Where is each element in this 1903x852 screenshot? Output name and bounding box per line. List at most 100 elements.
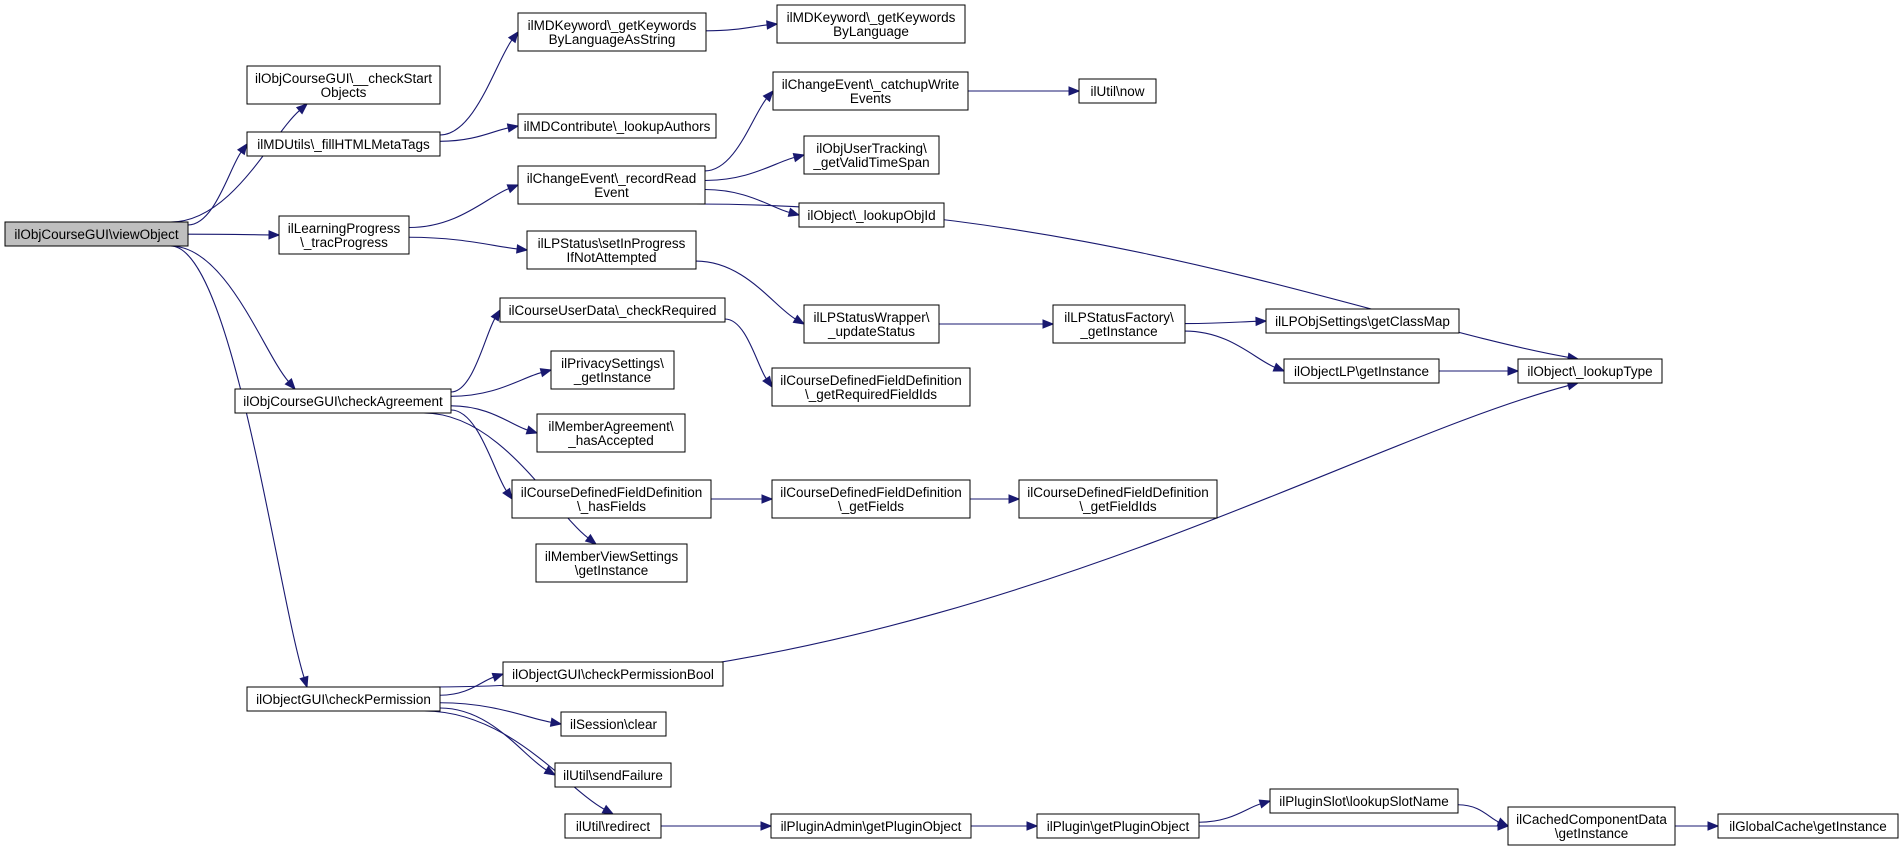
- node-getValidTimeSpan[interactable]: ilObjUserTracking\_getValidTimeSpan: [803, 135, 940, 175]
- node-box[interactable]: [246, 65, 441, 105]
- node-label: ilChangeEvent\_catchupWrite: [782, 77, 960, 92]
- node-box[interactable]: [776, 4, 966, 44]
- node-label: \getInstance: [575, 563, 649, 578]
- node-label: \_getRequiredFieldIds: [805, 387, 937, 402]
- node-box[interactable]: [246, 686, 441, 712]
- node-label: ilLearningProgress: [288, 221, 401, 236]
- node-getClassMap[interactable]: ilLPObjSettings\getClassMap: [1265, 308, 1460, 334]
- node-memberViewSettings[interactable]: ilMemberViewSettings\getInstance: [535, 543, 688, 583]
- node-lpStatusFactory[interactable]: ilLPStatusFactory\_getInstance: [1052, 304, 1186, 344]
- node-label: ilMemberAgreement\: [548, 419, 674, 434]
- node-getRequiredFieldIds[interactable]: ilCourseDefinedFieldDefinition\_getRequi…: [771, 367, 971, 407]
- node-box[interactable]: [1078, 78, 1157, 104]
- edge-recordReadEvent-to-getValidTimeSpan: [704, 153, 806, 182]
- node-box[interactable]: [535, 543, 688, 583]
- node-objectLPGetInstance[interactable]: ilObjectLP\getInstance: [1283, 358, 1440, 384]
- node-box[interactable]: [4, 221, 189, 247]
- node-privacyGetInstance[interactable]: ilPrivacySettings\_getInstance: [550, 350, 675, 390]
- node-box[interactable]: [772, 71, 969, 111]
- node-globalCache[interactable]: ilGlobalCache\getInstance: [1717, 813, 1899, 839]
- edge-checkAgreement-to-checkRequired: [450, 308, 501, 393]
- node-box[interactable]: [1052, 304, 1186, 344]
- edge-line: [450, 372, 542, 397]
- node-redirect[interactable]: ilUtil\redirect: [564, 813, 662, 839]
- node-box[interactable]: [1265, 308, 1460, 334]
- edge-line: [450, 405, 528, 431]
- node-pluginAdminGetPluginObject[interactable]: ilPluginAdmin\getPluginObject: [770, 813, 972, 839]
- edge-objectLPGetInstance-to-lookupType: [1438, 366, 1520, 376]
- node-box[interactable]: [526, 230, 697, 270]
- node-box[interactable]: [1507, 806, 1676, 846]
- node-checkPermission[interactable]: ilObjectGUI\checkPermission: [246, 686, 441, 712]
- node-sessionClear[interactable]: ilSession\clear: [560, 711, 667, 737]
- node-box[interactable]: [1517, 358, 1663, 384]
- node-box[interactable]: [246, 131, 441, 157]
- node-box[interactable]: [798, 202, 945, 228]
- node-sendFailure[interactable]: ilUtil\sendFailure: [554, 762, 672, 788]
- node-label: ilObjUserTracking\: [816, 141, 927, 156]
- node-checkPermissionBool[interactable]: ilObjectGUI\checkPermissionBool: [502, 661, 724, 687]
- node-box[interactable]: [560, 711, 667, 737]
- node-viewObject[interactable]: ilObjCourseGUI\viewObject: [4, 221, 189, 247]
- node-label: Events: [850, 91, 892, 106]
- arrowhead-icon: [766, 20, 779, 30]
- node-label: \_hasFields: [577, 499, 646, 514]
- node-box[interactable]: [550, 350, 675, 390]
- node-box[interactable]: [499, 297, 726, 323]
- node-box[interactable]: [1717, 813, 1899, 839]
- node-box[interactable]: [517, 12, 707, 52]
- edge-line: [704, 188, 790, 213]
- edge-getKeywordsByLanguageAsString-to-getKeywordsByLanguage: [705, 20, 779, 32]
- node-box[interactable]: [502, 661, 724, 687]
- edge-fillHTMLMetaTags-to-lookupAuthors: [439, 123, 520, 142]
- edge-line: [408, 188, 509, 229]
- node-label: ilCourseDefinedFieldDefinition: [780, 485, 962, 500]
- node-utilNow[interactable]: ilUtil\now: [1078, 78, 1157, 104]
- node-box[interactable]: [770, 813, 972, 839]
- node-fillHTMLMetaTags[interactable]: ilMDUtils\_fillHTMLMetaTags: [246, 131, 441, 157]
- node-box[interactable]: [564, 813, 662, 839]
- node-box[interactable]: [1283, 358, 1440, 384]
- node-getFieldIds[interactable]: ilCourseDefinedFieldDefinition\_getField…: [1018, 479, 1218, 519]
- node-box[interactable]: [234, 388, 452, 414]
- node-box[interactable]: [278, 215, 410, 255]
- node-pluginGetPluginObject[interactable]: ilPlugin\getPluginObject: [1036, 813, 1200, 839]
- node-lookupObjId[interactable]: ilObject\_lookupObjId: [798, 202, 945, 228]
- arrowhead-icon: [539, 368, 553, 378]
- node-tracProgress[interactable]: ilLearningProgress\_tracProgress: [278, 215, 410, 255]
- node-checkRequired[interactable]: ilCourseUserData\_checkRequired: [499, 297, 726, 323]
- node-box[interactable]: [803, 304, 940, 344]
- node-label: ilSession\clear: [570, 717, 658, 732]
- node-hasAccepted[interactable]: ilMemberAgreement\_hasAccepted: [536, 413, 686, 453]
- node-box[interactable]: [1018, 479, 1218, 519]
- node-getFields[interactable]: ilCourseDefinedFieldDefinition\_getField…: [771, 479, 971, 519]
- node-checkAgreement[interactable]: ilObjCourseGUI\checkAgreement: [234, 388, 452, 414]
- node-box[interactable]: [511, 479, 712, 519]
- node-label: ilUtil\sendFailure: [563, 768, 663, 783]
- node-hasFields[interactable]: ilCourseDefinedFieldDefinition\_hasField…: [511, 479, 712, 519]
- node-box[interactable]: [517, 165, 706, 205]
- node-cachedComponentData[interactable]: ilCachedComponentData\getInstance: [1507, 806, 1676, 846]
- node-box[interactable]: [803, 135, 940, 175]
- node-getKeywordsByLanguageAsString[interactable]: ilMDKeyword\_getKeywordsByLanguageAsStri…: [517, 12, 707, 52]
- edge-line: [705, 24, 768, 32]
- node-box[interactable]: [771, 479, 971, 519]
- node-updateStatus[interactable]: ilLPStatusWrapper\_updateStatus: [803, 304, 940, 344]
- edge-viewObject-to-fillHTMLMetaTags: [187, 142, 248, 226]
- nodes-layer: ilObjCourseGUI\viewObject ilObjCourseGUI\…: [4, 4, 1899, 846]
- node-label: ilLPStatusWrapper\: [813, 310, 929, 325]
- node-lookupType[interactable]: ilObject\_lookupType: [1517, 358, 1663, 384]
- node-box[interactable]: [554, 762, 672, 788]
- node-box[interactable]: [536, 413, 686, 453]
- node-box[interactable]: [771, 367, 971, 407]
- node-box[interactable]: [1269, 788, 1459, 814]
- node-lookupAuthors[interactable]: ilMDContribute\_lookupAuthors: [517, 113, 717, 139]
- node-lookupSlotName[interactable]: ilPluginSlot\lookupSlotName: [1269, 788, 1459, 814]
- node-box[interactable]: [517, 113, 717, 139]
- node-box[interactable]: [1036, 813, 1200, 839]
